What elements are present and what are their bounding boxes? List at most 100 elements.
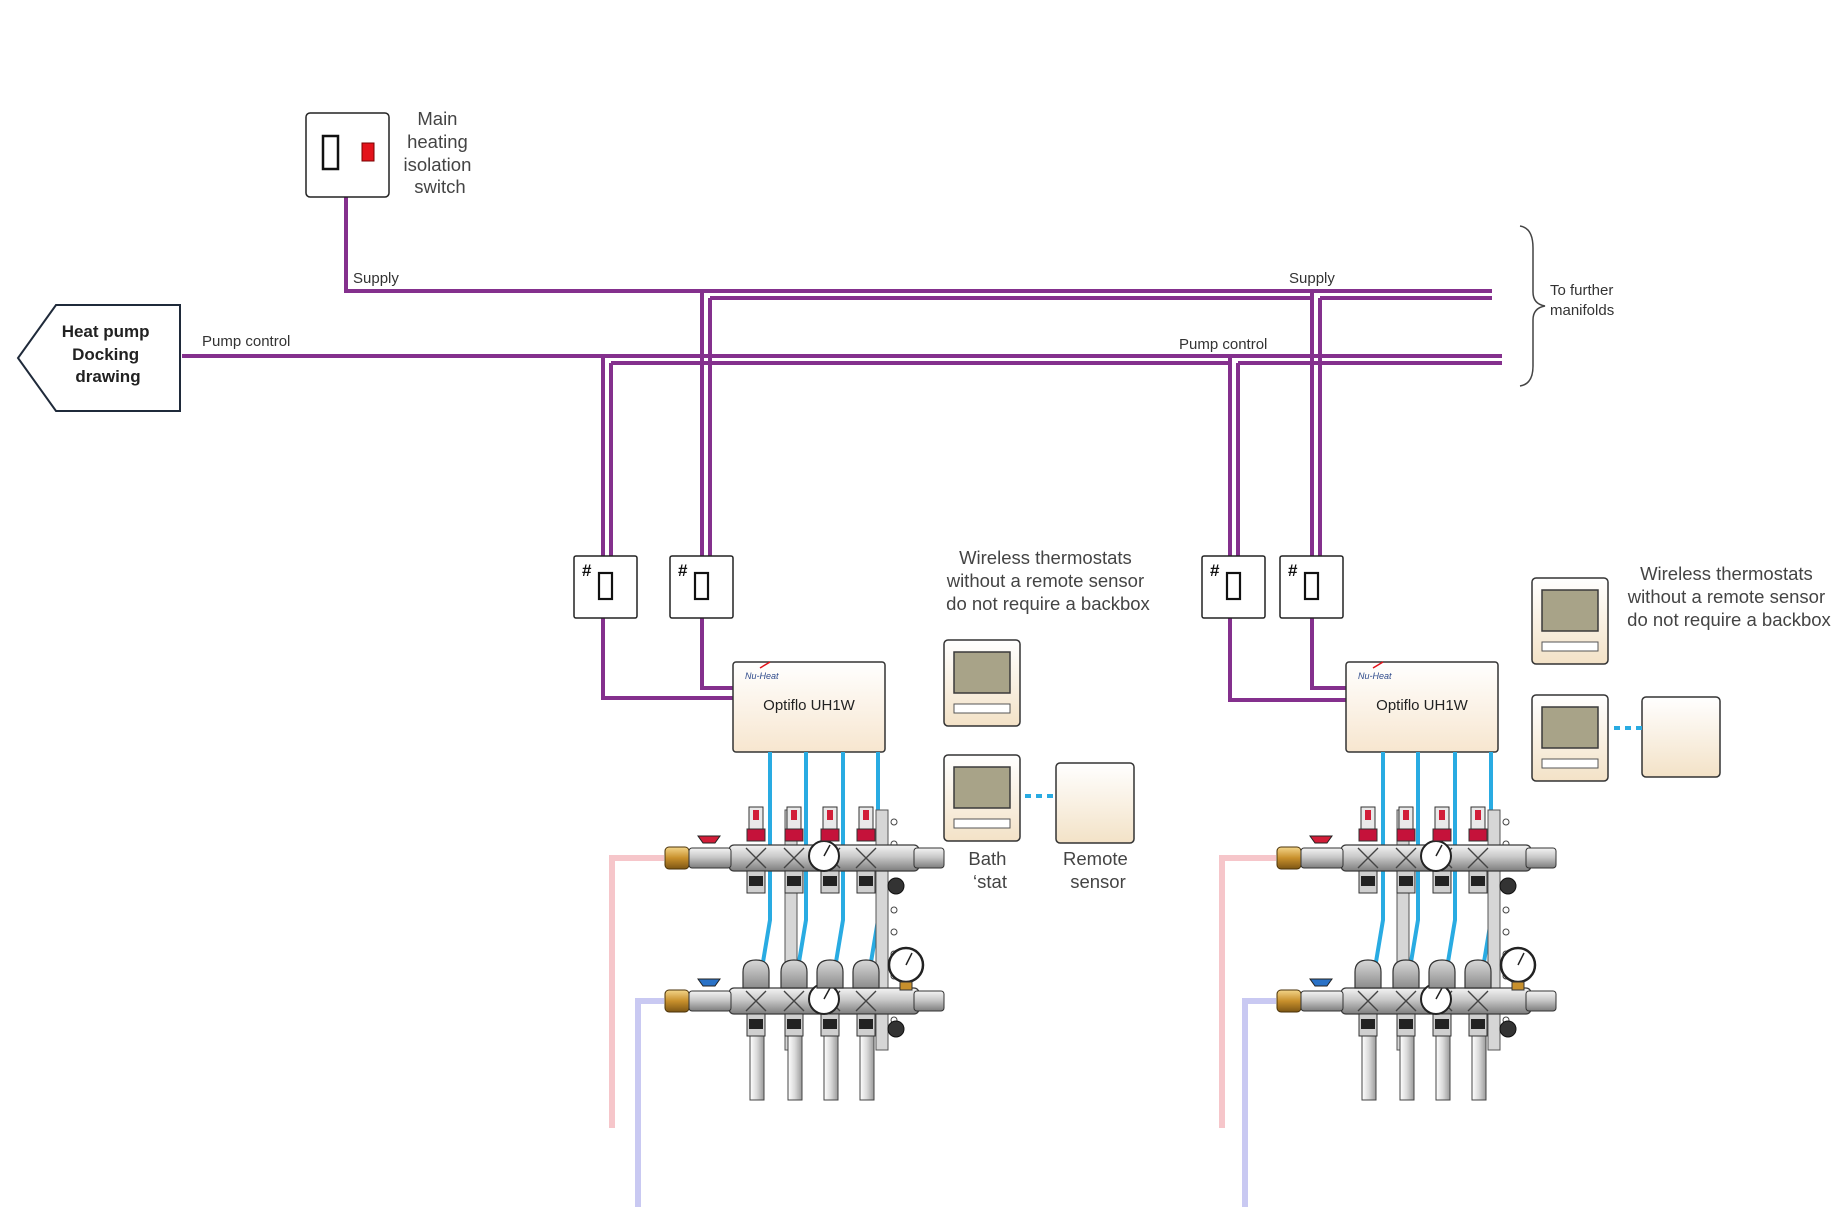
flow-meter-collar — [1396, 828, 1416, 842]
port-nut — [749, 1019, 763, 1029]
circuit-tail-pipe — [1435, 1034, 1451, 1101]
isolation-switch-label-line-3: isolation — [403, 154, 471, 175]
port-cross — [745, 990, 767, 1012]
bracket-hole — [890, 906, 898, 914]
spur-switch-icon — [693, 571, 710, 601]
bracket-hole — [890, 928, 898, 936]
port-cross — [1467, 990, 1489, 1012]
thermostat-screen — [1541, 706, 1599, 749]
control-unit-left[interactable]: Nu-Heat Optiflo UH1W — [732, 661, 886, 753]
heat-pump-docking-offpage-connector[interactable]: Heat pump Docking drawing — [16, 304, 181, 412]
fused-spur-1[interactable]: # — [573, 555, 638, 619]
brass-fitting — [664, 989, 690, 1013]
end-cap — [1525, 990, 1557, 1012]
bracket-hole — [890, 818, 898, 826]
manifold-right — [1276, 806, 1557, 1101]
ball-valve-body — [1300, 847, 1344, 869]
flow-meter-indicator — [827, 810, 833, 820]
flow-meter-indicator — [753, 810, 759, 820]
port-nut — [823, 876, 837, 886]
remote-sensor-right[interactable] — [1641, 696, 1721, 778]
ball-valve-body — [1300, 990, 1344, 1012]
gauge-needle — [1435, 844, 1443, 857]
isolation-switch-label: Main heating isolation switch — [403, 108, 476, 197]
port-nut — [1471, 876, 1485, 886]
gauge-stem — [899, 981, 913, 991]
control-unit-right[interactable]: Nu-Heat Optiflo UH1W — [1345, 661, 1499, 753]
flow-meter-collar — [1432, 828, 1452, 842]
supply-label-right: Supply — [1289, 270, 1335, 287]
flow-meter-indicator — [1403, 810, 1409, 820]
fused-spur-3[interactable]: # — [1201, 555, 1266, 619]
brand-swoosh-icon — [759, 661, 771, 669]
port-nut — [823, 1019, 837, 1029]
gauge-needle — [823, 987, 831, 1000]
bath-stat-label-line-2: ‘stat — [973, 871, 1007, 892]
pressure-gauge-needle — [1517, 952, 1525, 966]
actuator-head-icon — [1392, 959, 1420, 989]
circuit-tail-pipe — [1471, 1034, 1487, 1101]
ball-valve-body — [688, 847, 732, 869]
further-manifolds-line-1: To further — [1550, 282, 1613, 299]
isolation-switch[interactable] — [305, 112, 390, 198]
wireless-links — [1025, 726, 1642, 798]
thermostat-note-left-line-3: do not require a backbox — [946, 593, 1150, 614]
actuator-head-icon — [1464, 959, 1492, 989]
port-cross — [1395, 990, 1417, 1012]
thermostat-button-bar — [1541, 758, 1599, 769]
remote-sensor-label: Remote sensor — [1063, 848, 1133, 892]
offpage-label-line-1: Heat pump — [62, 322, 150, 341]
double-pole-switch-icon — [321, 134, 375, 171]
wireless-thermostat-right-2[interactable] — [1531, 694, 1609, 782]
bracket-hole — [1502, 818, 1510, 826]
signal-wire — [1373, 752, 1385, 969]
fused-spur-2[interactable]: # — [669, 555, 734, 619]
wireless-thermostat-left[interactable] — [943, 639, 1021, 727]
spur-switch-icon — [597, 571, 614, 601]
brass-fitting — [1276, 846, 1302, 870]
isolation-switch-label-line-1: Main — [417, 108, 457, 129]
unit-right-model: Optiflo UH1W — [1376, 697, 1469, 714]
pressure-gauge-needle — [905, 952, 913, 966]
bath-stat[interactable] — [943, 754, 1021, 842]
ball-valve-body — [688, 990, 732, 1012]
gauge-needle — [1435, 987, 1443, 1000]
flow-meter-collar — [856, 828, 876, 842]
bath-stat-label: Bath ‘stat — [968, 848, 1011, 892]
remote-sensor-label-line-1: Remote — [1063, 848, 1128, 869]
fused-spur-symbol: # — [678, 561, 688, 580]
end-cap — [913, 847, 945, 869]
blue-valve-handle-icon — [1309, 978, 1333, 987]
circuit-tail-pipe — [823, 1034, 839, 1101]
wiring-network — [182, 18, 1505, 702]
wireless-thermostat-right-1[interactable] — [1531, 577, 1609, 665]
port-cross — [1357, 847, 1379, 869]
pump-control-label-left: Pump control — [202, 333, 290, 350]
thermostat-note-right-line-2: without a remote sensor — [1627, 586, 1825, 607]
thermostat-screen — [953, 766, 1011, 809]
signal-wire — [796, 752, 808, 969]
actuator-head-icon — [816, 959, 844, 989]
unit-right-brand: Nu-Heat — [1358, 671, 1392, 681]
actuator-head-icon — [852, 959, 880, 989]
remote-sensor-left[interactable] — [1055, 762, 1135, 844]
flow-meter-indicator — [791, 810, 797, 820]
port-nut — [1435, 876, 1449, 886]
return-pipe-right-riser — [1242, 998, 1276, 1207]
port-cross — [855, 847, 877, 869]
brass-fitting — [664, 846, 690, 870]
brand-swoosh-icon — [1372, 661, 1384, 669]
further-manifolds-label: To further manifolds — [1550, 282, 1618, 319]
unit-left-brand: Nu-Heat — [745, 671, 779, 681]
thermostat-note-right-line-3: do not require a backbox — [1627, 609, 1831, 630]
flow-pipe-left-riser — [609, 855, 664, 1128]
fused-spur-4[interactable]: # — [1279, 555, 1344, 619]
thermostat-note-right-line-1: Wireless thermostats — [1640, 563, 1813, 584]
flow-meter-collar — [746, 828, 766, 842]
fused-spur-symbol: # — [1288, 561, 1298, 580]
gauge-stem — [1511, 981, 1525, 991]
port-nut — [1435, 1019, 1449, 1029]
thermostat-note-left: Wireless thermostats without a remote se… — [946, 547, 1151, 614]
thermostat-screen — [953, 651, 1011, 694]
